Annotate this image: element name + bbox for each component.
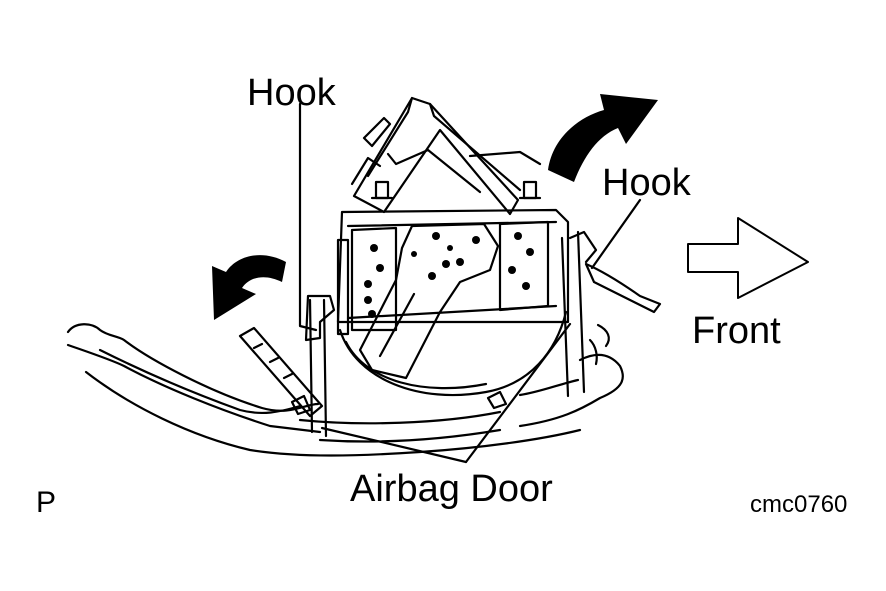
instrument-panel-outline bbox=[66, 323, 624, 457]
airbag-door-leader-right bbox=[464, 322, 572, 464]
airbag-door-leader-left bbox=[320, 426, 468, 464]
mounting-bolt-right bbox=[518, 180, 542, 200]
leader-lines bbox=[298, 102, 642, 464]
corner-mark: P bbox=[36, 486, 57, 519]
bracket-holes bbox=[364, 232, 534, 318]
front-label: Front bbox=[692, 310, 781, 352]
mounting-bolt-left bbox=[370, 180, 394, 200]
hook-label-left: Hook bbox=[247, 72, 336, 114]
curved-arrow-right-icon bbox=[548, 94, 658, 182]
airbag-module bbox=[336, 96, 570, 397]
outline-right-arrow-icon bbox=[687, 217, 809, 299]
curved-arrow-left-icon bbox=[212, 255, 286, 320]
left-door-flap bbox=[238, 326, 324, 418]
hook-left-leader bbox=[298, 102, 318, 332]
airbag-door-label: Airbag Door bbox=[350, 468, 553, 510]
hook-label-right: Hook bbox=[602, 162, 691, 204]
hook-right-leader bbox=[590, 198, 642, 270]
airbag-door-panels bbox=[304, 230, 662, 438]
figure-code: cmc0760 bbox=[750, 491, 848, 518]
